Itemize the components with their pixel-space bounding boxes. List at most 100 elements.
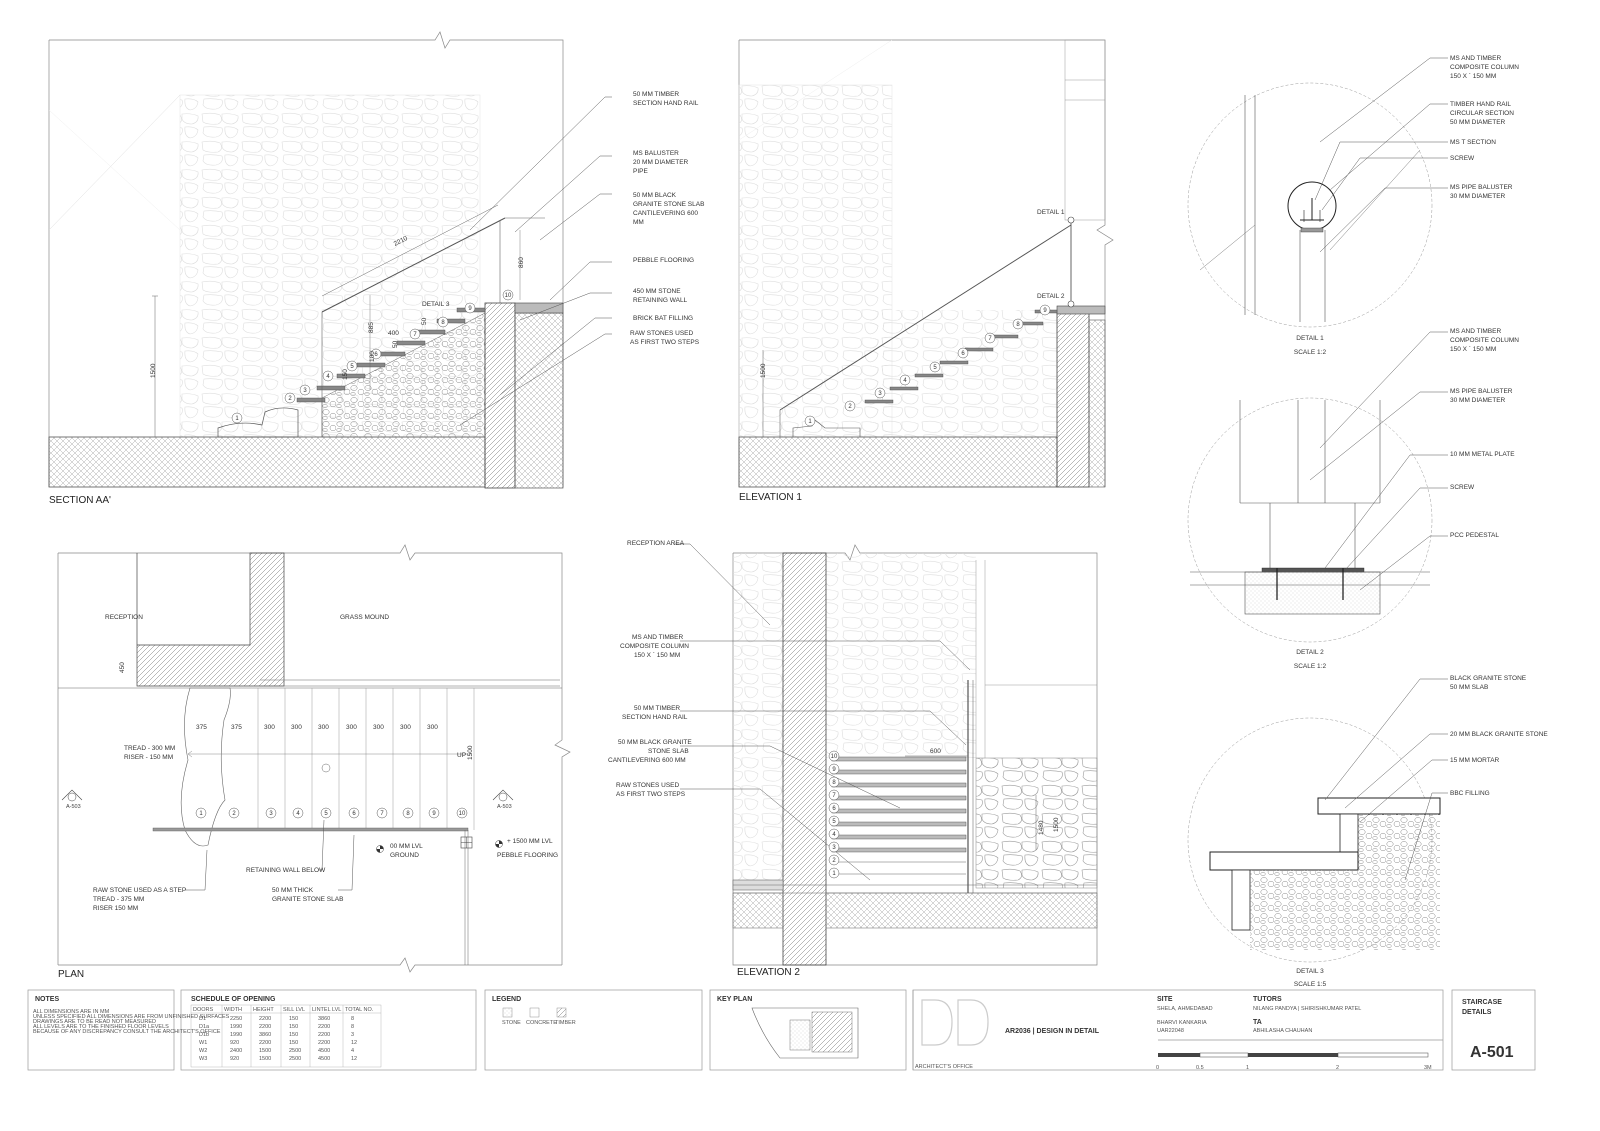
svg-text:GRANITE STONE SLAB: GRANITE STONE SLAB <box>272 896 343 903</box>
svg-text:50 MM TIMBER: 50 MM TIMBER <box>633 91 679 98</box>
svg-text:6: 6 <box>961 351 965 357</box>
section-baluster-label: MS BALUSTER 20 MM DIAMETER PIPE <box>633 150 689 175</box>
student-name: BHARVI KANKARIA <box>1157 1020 1207 1026</box>
tutors-title: TUTORS <box>1253 996 1282 1003</box>
plan-pebble-level-label: + 1500 MM LVL PEBBLE FLOORING <box>497 838 558 859</box>
svg-text:SCREW: SCREW <box>1450 484 1475 491</box>
plan-up-label: UP <box>457 752 466 759</box>
svg-text:150 X ` 150 MM: 150 X ` 150 MM <box>1450 73 1496 80</box>
dim-150: 150 <box>342 369 349 380</box>
section-detail-3-tag: DETAIL 3 <box>422 301 450 308</box>
section-aa-drawing <box>48 31 612 489</box>
detail-1-labels: MS AND TIMBER COMPOSITE COLUMN 150 X ` 1… <box>1450 55 1519 200</box>
svg-text:COMPOSITE COLUMN: COMPOSITE COLUMN <box>1450 64 1519 71</box>
sheet-title-line-2: DETAILS <box>1462 1009 1492 1016</box>
key-plan-drawing <box>751 1007 859 1059</box>
svg-text:10: 10 <box>831 754 838 760</box>
site-value: SHELA, AHMEDABAD <box>1157 1006 1213 1012</box>
schedule-cell: 3 <box>351 1032 354 1038</box>
elev2-dim-1500: 1500 <box>1053 817 1060 832</box>
svg-text:TREAD - 375 MM: TREAD - 375 MM <box>93 896 144 903</box>
svg-text:50 MM DIAMETER: 50 MM DIAMETER <box>1450 119 1506 126</box>
svg-text:MS AND TIMBER: MS AND TIMBER <box>632 634 683 641</box>
elev2-hand-rail-label: 50 MM TIMBER SECTION HAND RAIL <box>622 705 688 721</box>
schedule-cell: 12 <box>351 1040 357 1046</box>
schedule-cell: W3 <box>199 1056 207 1062</box>
sheet-title-line-1: STAIRCASE <box>1462 999 1502 1006</box>
svg-text:ALL DIMENSIONS ARE IN MM: ALL DIMENSIONS ARE IN MM <box>33 1009 110 1015</box>
schedule-cell: 2200 <box>318 1032 330 1038</box>
schedule-cell: 8 <box>351 1016 354 1022</box>
svg-text:20 MM BLACK GRANITE STONE: 20 MM BLACK GRANITE STONE <box>1450 731 1548 738</box>
svg-text:BLACK GRANITE STONE: BLACK GRANITE STONE <box>1450 675 1527 682</box>
plan-retaining-wall-below-label: RETAINING WALL BELOW <box>246 867 326 874</box>
svg-text:50 MM BLACK GRANITE: 50 MM BLACK GRANITE <box>618 739 692 746</box>
schedule-cell: 920 <box>230 1040 239 1046</box>
svg-text:TIMBER: TIMBER <box>555 1020 576 1026</box>
svg-text:MS AND TIMBER: MS AND TIMBER <box>1450 55 1501 62</box>
svg-text:CANTILEVERING 600 MM: CANTILEVERING 600 MM <box>608 757 686 764</box>
svg-text:4: 4 <box>296 811 300 817</box>
sheet-number: A-501 <box>1470 1044 1514 1061</box>
detail-3-scale: SCALE 1:5 <box>1294 981 1327 988</box>
svg-text:TREAD - 300 MM: TREAD - 300 MM <box>124 745 175 752</box>
svg-text:7: 7 <box>380 811 384 817</box>
schedule-cell: 150 <box>289 1040 298 1046</box>
schedule-cell: 4 <box>351 1048 354 1054</box>
dim-100: 100 <box>369 351 376 362</box>
svg-text:2: 2 <box>232 811 236 817</box>
tutors-value: NILANG PANDYA | SHIRISHKUMAR PATEL <box>1253 1006 1361 1012</box>
schedule-cell: 1500 <box>259 1056 271 1062</box>
legend-items: STONE CONCRETE TIMBER <box>502 1020 576 1026</box>
svg-text:CONCRETE: CONCRETE <box>526 1020 557 1026</box>
schedule-cell: 1990 <box>230 1024 242 1030</box>
schedule-title: SCHEDULE OF OPENING <box>191 996 276 1003</box>
legend-swatches <box>502 1007 567 1018</box>
title-block-frames <box>27 989 1536 1071</box>
schedule-cell: 2200 <box>318 1024 330 1030</box>
svg-text:300: 300 <box>264 724 275 731</box>
schedule-cell: 1500 <box>259 1048 271 1054</box>
dim-rail-length: 2210 <box>393 235 409 248</box>
svg-text:30 MM DIAMETER: 30 MM DIAMETER <box>1450 397 1506 404</box>
plan-reception-label: RECEPTION <box>105 614 143 621</box>
schedule-cell: 2500 <box>289 1056 301 1062</box>
detail-1-caption: DETAIL 1 <box>1296 335 1324 342</box>
svg-text:7: 7 <box>832 793 836 799</box>
schedule-cell: 920 <box>230 1056 239 1062</box>
schedule-cell: 4500 <box>318 1048 330 1054</box>
svg-text:1: 1 <box>808 419 812 425</box>
elevation-2-step-numbers: 10 9 8 7 6 5 4 3 2 1 <box>831 754 838 877</box>
schedule-cell: 150 <box>289 1024 298 1030</box>
student-id: UAR22048 <box>1157 1028 1184 1034</box>
dim-885: 885 <box>368 322 375 333</box>
schedule-cell: 2250 <box>230 1016 242 1022</box>
svg-text:MM: MM <box>633 219 644 226</box>
svg-text:5: 5 <box>933 365 937 371</box>
svg-text:7: 7 <box>413 332 417 338</box>
svg-text:3: 3 <box>303 388 307 394</box>
svg-text:300: 300 <box>373 724 384 731</box>
schedule-header-cell: WIDTH <box>224 1007 242 1013</box>
detail-2-caption: DETAIL 2 <box>1296 649 1324 656</box>
svg-text:4: 4 <box>326 374 330 380</box>
schedule-cell: D1b <box>199 1032 209 1038</box>
svg-text:2: 2 <box>832 858 836 864</box>
svg-text:ALL LEVELS ARE TO THE FINISHED: ALL LEVELS ARE TO THE FINISHED FLOOR LEV… <box>33 1024 169 1030</box>
schedule-cell: 2200 <box>259 1024 271 1030</box>
section-granite-slab-label: 50 MM BLACK GRANITE STONE SLAB CANTILEVE… <box>633 192 704 226</box>
svg-text:CANTILEVERING 600: CANTILEVERING 600 <box>633 210 698 217</box>
elevation-1-title: ELEVATION 1 <box>739 492 802 503</box>
svg-text:20 MM DIAMETER: 20 MM DIAMETER <box>633 159 689 166</box>
dim-50a: 50 <box>421 317 428 325</box>
schedule-cell: 150 <box>289 1032 298 1038</box>
elev2-granite-slab-label: 50 MM BLACK GRANITE STONE SLAB CANTILEVE… <box>608 739 692 764</box>
svg-text:AS FIRST TWO STEPS: AS FIRST TWO STEPS <box>616 791 686 798</box>
plan-ground-level-label: 00 MM LVL GROUND <box>390 843 423 859</box>
svg-text:0: 0 <box>1156 1065 1159 1071</box>
svg-text:375: 375 <box>231 724 242 731</box>
svg-text:BBC FILLING: BBC FILLING <box>1450 790 1490 797</box>
svg-text:8: 8 <box>1016 322 1020 328</box>
